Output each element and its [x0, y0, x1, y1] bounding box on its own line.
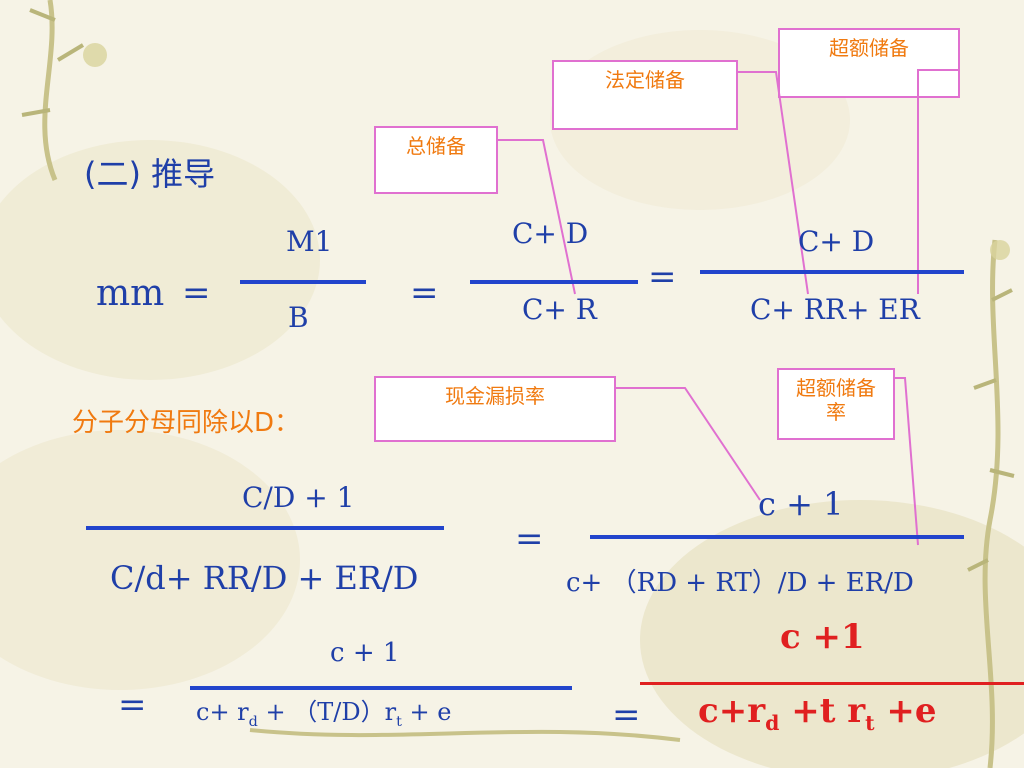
callout-legal-reserve: 法定储备 [552, 60, 738, 130]
final-fraction-numerator: c +1 [780, 617, 865, 657]
fraction6-bar [190, 686, 572, 690]
fraction1-denominator: B [288, 301, 309, 334]
final-fraction-denominator: c+rd +t rt +e [698, 691, 937, 735]
fraction5-denominator: c+ （RD + RT）/D + ER/D [566, 568, 914, 598]
final-fraction-bar [640, 682, 1024, 685]
fraction2-bar [470, 280, 638, 284]
equals-sign: = [612, 695, 641, 735]
callout-cash-leakage-rate: 现金漏损率 [374, 376, 616, 442]
fraction2-numerator: C+ D [512, 217, 589, 250]
section-heading: (二) 推导 [84, 155, 216, 193]
fraction1-bar [240, 280, 366, 284]
mm-symbol: mm [96, 273, 165, 314]
fraction1-numerator: M1 [286, 225, 333, 258]
fraction4-numerator: C/D + 1 [242, 481, 355, 514]
fraction6-numerator: c + 1 [330, 638, 400, 668]
callout-excess-reserve: 超额储备 [778, 28, 960, 98]
equals-sign: = [648, 257, 677, 297]
callout-total-reserve: 总储备 [374, 126, 498, 194]
fraction4-bar [86, 526, 444, 530]
equals-sign: = [118, 685, 147, 725]
callout-excess-reserve-rate: 超额储备率 [777, 368, 895, 440]
equals-sign: = [410, 273, 439, 313]
step-note: 分子分母同除以D： [72, 408, 301, 438]
fraction5-numerator: c + 1 [758, 485, 844, 523]
equals-sign: = [182, 273, 211, 313]
fraction2-denominator: C+ R [522, 293, 597, 326]
fraction3-bar [700, 270, 964, 274]
fraction5-bar [590, 535, 964, 539]
fraction3-numerator: C+ D [798, 225, 875, 258]
fraction4-denominator: C/d+ RR/D + ER/D [110, 559, 419, 597]
fraction6-denominator: c+ rd + （T/D）rt + e [196, 698, 452, 730]
fraction3-denominator: C+ RR+ ER [750, 293, 920, 326]
equals-sign: = [515, 519, 544, 559]
